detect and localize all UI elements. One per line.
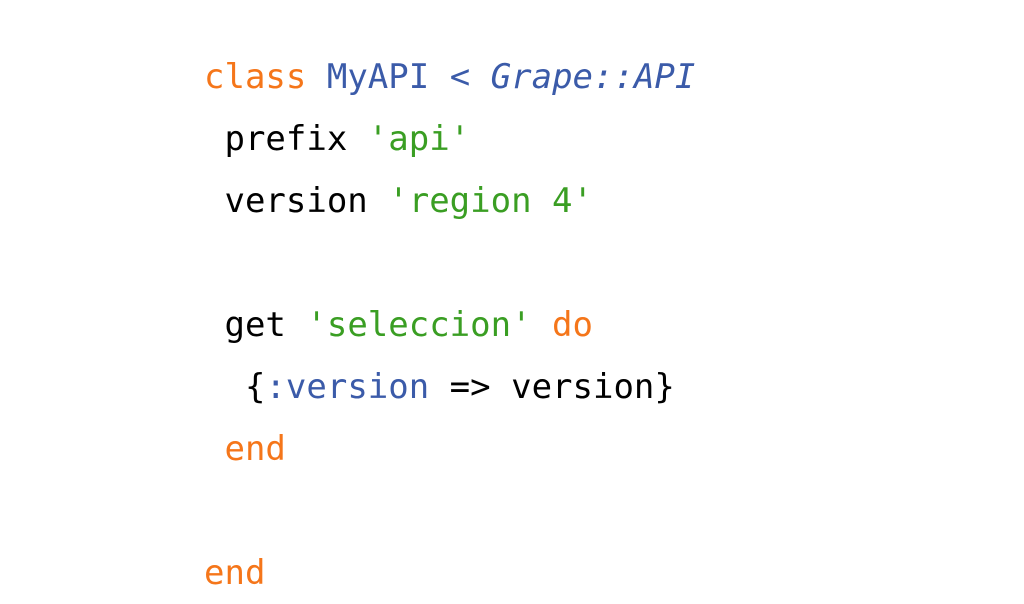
code-token-plain [532, 305, 552, 345]
code-token-operator: < [449, 57, 471, 97]
code-block: class MyAPI < Grape::API prefix 'api' ve… [204, 46, 1004, 604]
code-token-plain: version [511, 367, 655, 407]
code-line: version 'region 4' [204, 170, 1004, 232]
code-line-blank [204, 232, 1004, 294]
code-token-plain [470, 57, 490, 97]
code-token-plain [204, 367, 245, 407]
code-token-plain [204, 305, 224, 345]
code-token-plain: prefix [224, 119, 348, 159]
code-line-blank [204, 480, 1004, 542]
code-line: get 'seleccion' do [204, 294, 1004, 356]
code-token-string: 'seleccion' [306, 305, 532, 345]
code-token-constant: MyAPI [326, 57, 430, 97]
code-token-plain [347, 119, 367, 159]
code-token-symbol: :version [265, 367, 430, 407]
code-token-string: 'api' [367, 119, 471, 159]
code-line: prefix 'api' [204, 108, 1004, 170]
code-token-plain [286, 305, 306, 345]
code-line: end [204, 418, 1004, 480]
code-token-plain: get [224, 305, 286, 345]
code-token-plain [368, 181, 388, 221]
code-token-keyword: class [204, 57, 307, 97]
code-token-string: 'region 4' [388, 181, 593, 221]
code-line: class MyAPI < Grape::API [204, 46, 1004, 108]
code-token-keyword: end [224, 429, 286, 469]
code-token-plain [204, 119, 224, 159]
code-token-plain [429, 57, 449, 97]
code-token-plain [306, 57, 326, 97]
code-token-plain: => [429, 367, 512, 407]
code-token-punct: { [244, 367, 266, 407]
code-token-keyword: do [552, 305, 593, 345]
code-token-plain: version [224, 181, 368, 221]
code-token-keyword: end [204, 553, 266, 593]
code-token-punct: } [654, 367, 675, 407]
code-slide: class MyAPI < Grape::API prefix 'api' ve… [204, 57, 696, 593]
code-token-plain [204, 181, 224, 221]
code-line: {:version => version} [204, 356, 1004, 418]
code-line: end [204, 542, 1004, 604]
code-token-constant-italic: Grape::API [490, 57, 696, 97]
code-token-plain [204, 429, 224, 469]
